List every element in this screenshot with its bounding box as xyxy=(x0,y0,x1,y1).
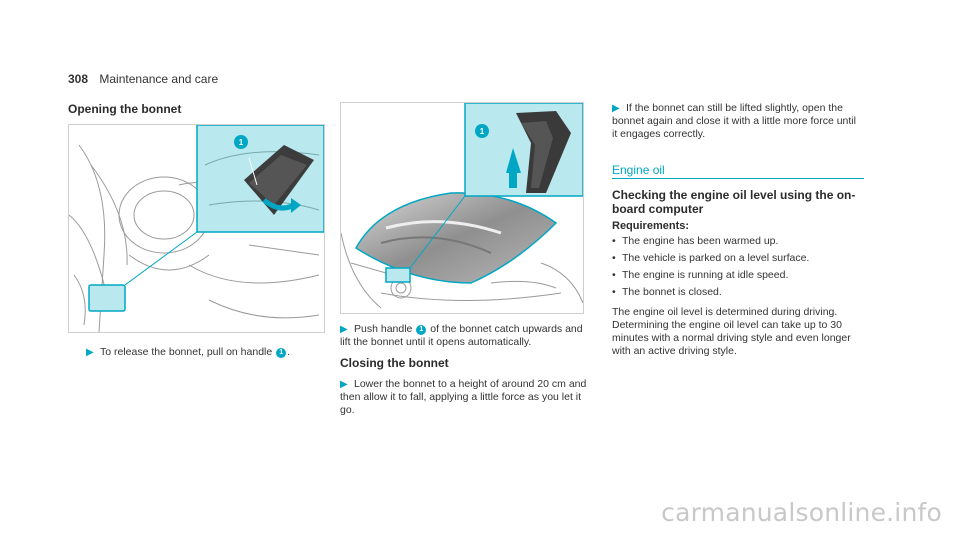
opening-step-text: To release the bonnet, pull on handle xyxy=(100,346,273,358)
relift-step: ▶If the bonnet can still be lifted sligh… xyxy=(612,102,864,141)
list-item: The engine has been warmed up. xyxy=(612,233,864,250)
requirements-label: Requirements: xyxy=(612,220,690,232)
interior-figure: 1 xyxy=(68,124,325,333)
opening-step-suffix: . xyxy=(287,346,291,358)
interior-illustration: 1 xyxy=(69,125,324,332)
list-item: The vehicle is parked on a level surface… xyxy=(612,250,864,267)
arrow-right-icon: ▶ xyxy=(340,324,348,335)
closing-title: Closing the bonnet xyxy=(340,356,449,370)
arrow-right-icon: ▶ xyxy=(340,379,348,390)
page-header: 308 Maintenance and care xyxy=(68,72,218,86)
arrow-right-icon: ▶ xyxy=(612,103,620,114)
bonnet-figure: 1 xyxy=(340,102,584,314)
engine-oil-heading: Engine oil xyxy=(612,163,665,177)
page-number: 308 xyxy=(68,72,89,86)
check-oil-subtitle: Checking the engine oil level using the … xyxy=(612,188,856,216)
watermark: carmanualsonline.info xyxy=(661,498,942,527)
section-name: Maintenance and care xyxy=(99,72,219,86)
callout-1-icon: 1 xyxy=(480,127,485,136)
arrow-right-icon: ▶ xyxy=(86,347,94,358)
closing-step: ▶Lower the bonnet to a height of around … xyxy=(340,378,588,417)
opening-step: ▶ To release the bonnet, pull on handle 1… xyxy=(86,346,326,359)
closing-step-text: Lower the bonnet to a height of around 2… xyxy=(340,378,587,416)
push-step-prefix: Push handle xyxy=(354,323,413,335)
oil-level-paragraph: The engine oil level is determined durin… xyxy=(612,306,851,357)
relift-step-text: If the bonnet can still be lifted slight… xyxy=(612,102,856,140)
callout-1-icon: 1 xyxy=(276,348,287,358)
push-step: ▶ Push handle 1 of the bonnet catch upwar… xyxy=(340,323,588,349)
push-step-suffix: of the bonnet catch upwards and lift the… xyxy=(340,323,583,348)
callout-1-icon: 1 xyxy=(239,138,244,147)
requirements-list: The engine has been warmed up. The vehic… xyxy=(612,233,864,301)
list-item: The bonnet is closed. xyxy=(612,284,864,301)
list-item: The engine is running at idle speed. xyxy=(612,267,864,284)
callout-1-icon: 1 xyxy=(416,325,427,335)
bonnet-illustration: 1 xyxy=(341,103,583,309)
section-divider xyxy=(612,178,864,179)
opening-title: Opening the bonnet xyxy=(68,102,182,116)
